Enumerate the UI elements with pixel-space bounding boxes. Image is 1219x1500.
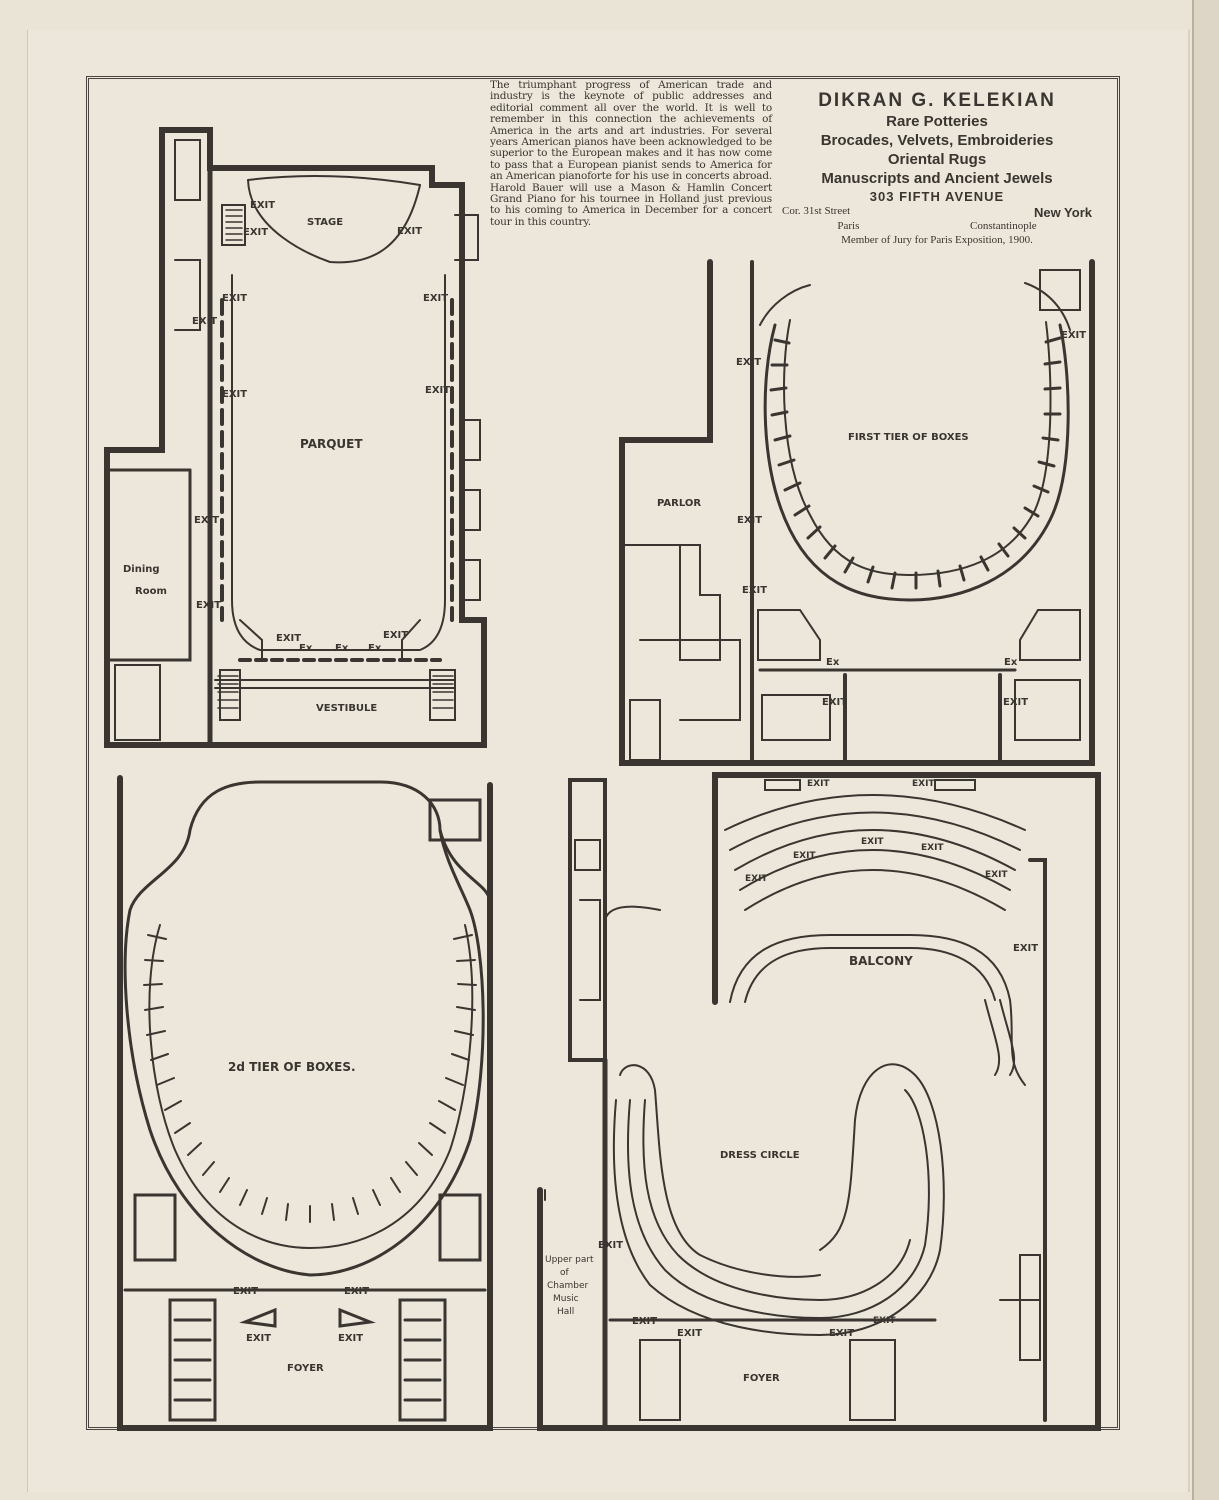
label-exit: EXIT <box>344 1286 370 1297</box>
label-ex: Ex <box>826 657 840 668</box>
label-ex: Ex <box>1004 657 1018 668</box>
label-exit: EXIT <box>742 585 768 596</box>
first-tier-boxes <box>769 336 1062 590</box>
label-exit: EXIT <box>423 293 449 304</box>
ad-row-street: Cor. 31st Street New York <box>774 205 1100 220</box>
ad-branch-paris: Paris <box>837 220 860 232</box>
label-exit: EXIT <box>985 870 1008 880</box>
label-exit: EXIT <box>807 779 830 789</box>
ad-line-3: Oriental Rugs <box>887 151 987 168</box>
label-chamber-1: Upper part <box>545 1255 594 1265</box>
balcony-plan <box>537 772 1101 1431</box>
ad-line-1: Rare Potteries <box>886 113 988 130</box>
label-first-tier: FIRST TIER OF BOXES <box>848 432 969 443</box>
ad-row-branches: Paris Constantinople <box>774 220 1100 232</box>
label-exit: EXIT <box>383 630 409 641</box>
ad-name: DIKRAN G. KELEKIAN <box>818 90 1056 111</box>
label-exit: EXIT <box>793 851 816 861</box>
label-exit: EXIT <box>745 874 768 884</box>
parquet-plan <box>104 127 487 748</box>
ad-jury: Member of Jury for Paris Exposition, 190… <box>841 234 1033 246</box>
label-exit: EXIT <box>737 515 763 526</box>
label-exit: EXIT <box>192 316 218 327</box>
label-exit: EXIT <box>276 633 302 644</box>
binding-strip <box>1192 0 1219 1500</box>
label-exit: EXIT <box>912 779 935 789</box>
label-exit: EXIT <box>1013 943 1039 954</box>
parquet-hatch <box>217 209 454 709</box>
label-balcony: BALCONY <box>849 954 913 968</box>
label-chamber-2: of <box>560 1268 569 1278</box>
label-chamber-4: Music <box>553 1294 579 1304</box>
label-exit: EXIT <box>222 293 248 304</box>
label-exit: EXIT <box>1061 330 1087 341</box>
label-foyer: FOYER <box>743 1373 780 1384</box>
ad-street: Cor. 31st Street <box>782 205 851 217</box>
label-exit: EXIT <box>677 1328 703 1339</box>
label-exit: EXIT <box>222 389 248 400</box>
ad-address: 303 FIFTH AVENUE <box>869 189 1005 204</box>
label-exit: EXIT <box>632 1316 658 1327</box>
balcony-detail <box>544 779 1041 1421</box>
ad-city: New York <box>1033 205 1092 220</box>
second-tier-detail <box>123 780 490 1422</box>
label-exit: EXIT <box>861 837 884 847</box>
label-exit: EXIT <box>736 357 762 368</box>
label-exit: EXIT <box>397 226 423 237</box>
label-chamber-5: Hall <box>557 1307 575 1317</box>
first-tier-detail <box>624 269 1081 761</box>
label-stage: STAGE <box>307 217 344 228</box>
news-paragraph: The triumphant progress of American trad… <box>490 79 772 228</box>
label-exit: EXIT <box>425 385 451 396</box>
ad-line-4: Manuscripts and Ancient Jewels <box>821 170 1053 187</box>
label-exit: EXIT <box>1003 697 1029 708</box>
label-vestibule: VESTIBULE <box>316 703 378 714</box>
label-exit: EXIT <box>233 1286 259 1297</box>
label-exit: EXIT <box>194 515 220 526</box>
advertisement: The triumphant progress of American trad… <box>490 79 1102 254</box>
label-exit: EXIT <box>246 1333 272 1344</box>
label-exit: EXIT <box>822 697 848 708</box>
label-ex: Ex <box>299 643 313 654</box>
label-ex: Ex <box>335 643 349 654</box>
label-exit: EXIT <box>250 200 276 211</box>
label-exit: EXIT <box>598 1240 624 1251</box>
parquet-detail <box>114 139 481 741</box>
label-chamber-3: Chamber <box>547 1281 589 1291</box>
label-exit: EXIT <box>196 600 222 611</box>
label-exit: EXIT <box>873 1316 896 1326</box>
label-foyer: FOYER <box>287 1363 324 1374</box>
ad-branch-constantinople: Constantinople <box>970 220 1037 232</box>
second-tier-plan <box>117 775 493 1431</box>
label-exit: EXIT <box>921 843 944 853</box>
label-exit: EXIT <box>338 1333 364 1344</box>
label-ex: Ex <box>368 643 382 654</box>
label-parlor: PARLOR <box>657 498 702 509</box>
label-exit: EXIT <box>243 227 269 238</box>
label-exit: EXIT <box>829 1328 855 1339</box>
second-tier-boxes <box>143 934 477 1223</box>
label-dress-circle: DRESS CIRCLE <box>720 1150 800 1161</box>
label-room: Room <box>135 586 167 597</box>
label-parquet: PARQUET <box>300 437 363 451</box>
label-dining: Dining <box>123 564 160 575</box>
kelekian-ad: DIKRAN G. KELEKIAN Rare Potteries Brocad… <box>774 80 1100 246</box>
label-second-tier: 2d TIER OF BOXES. <box>228 1060 356 1074</box>
first-tier-plan <box>619 259 1095 766</box>
ad-line-2: Brocades, Velvets, Embroideries <box>820 132 1054 149</box>
